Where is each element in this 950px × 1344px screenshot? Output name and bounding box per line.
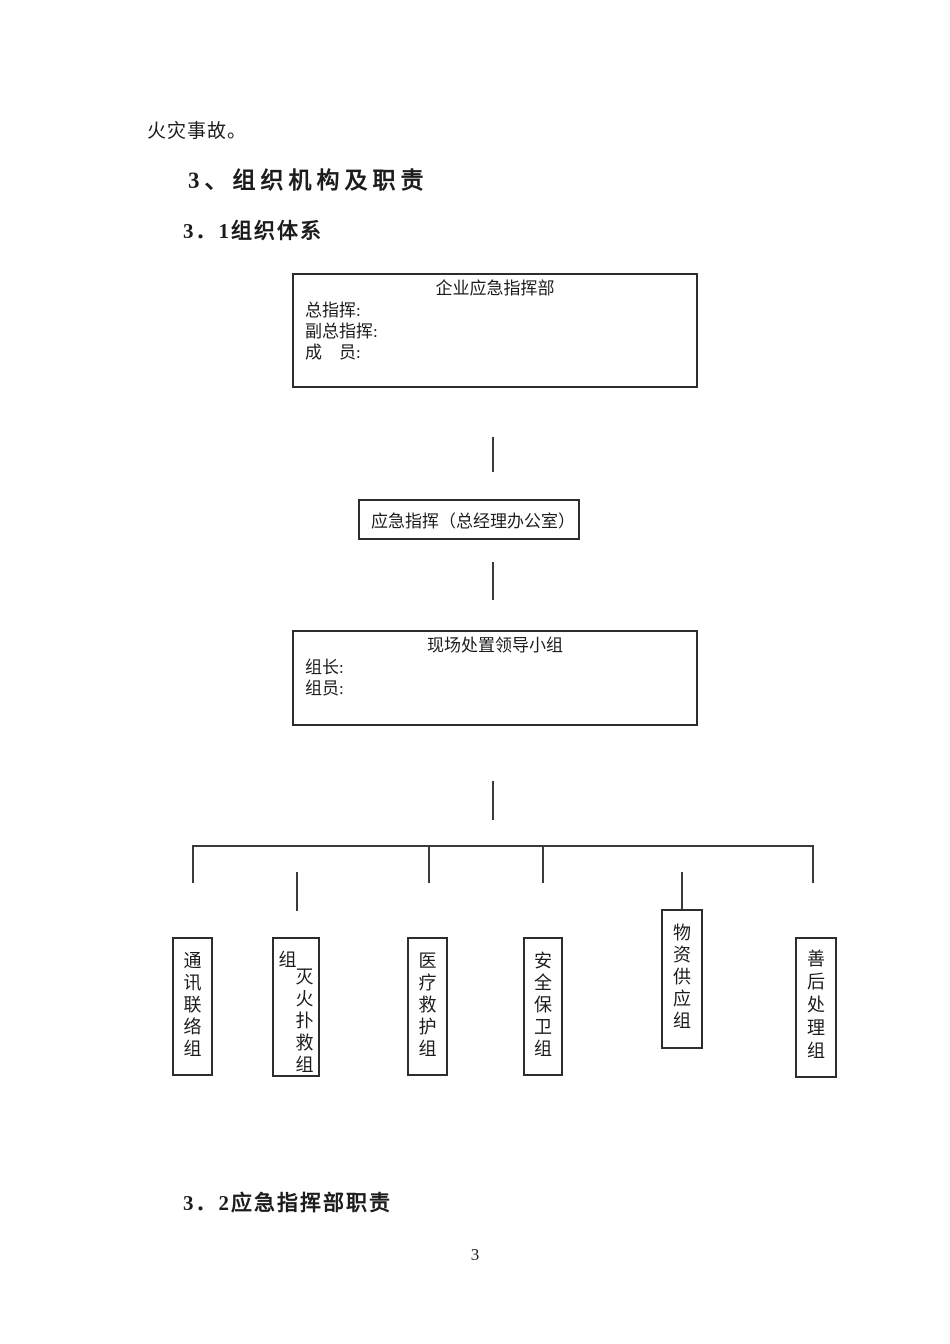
team-label: 物资供应组 [672,923,691,1031]
connector-line-vertical-1 [492,437,494,472]
connector-tick-team-1 [192,845,194,883]
team-label: 安全保卫组 [533,951,552,1059]
heading-section-3: 3、组织机构及职责 [188,168,429,193]
team-box-material-supply: 物资供应组 [661,909,703,1049]
connector-stub-team-2 [296,872,298,911]
heading-subsection-3-1: 3．1组织体系 [183,219,323,243]
org-box-field-deputy-chief: 副总指挥: [305,322,378,341]
connector-line-vertical-3 [492,781,494,820]
org-box-label: 应急指挥（总经理办公室） [371,512,575,531]
org-box-field-members: 成 员: [305,343,361,362]
org-box-emergency-command: 应急指挥（总经理办公室） [358,499,580,540]
team-box-security-guard: 安全保卫组 [523,937,563,1076]
org-box-command-headquarters: 企业应急指挥部 总指挥: 副总指挥: 成 员: [292,273,698,388]
team-label: 灭火扑救组 [295,967,314,1075]
team-label: 通讯联络组 [183,951,202,1059]
org-box-title: 企业应急指挥部 [435,279,555,298]
connector-stub-team-5 [681,872,683,909]
connector-tick-team-4 [542,845,544,883]
team-box-medical-rescue: 医疗救护组 [407,937,448,1076]
page-number: 3 [470,1245,480,1264]
org-box-title: 现场处置领导小组 [427,636,563,655]
connector-line-horizontal [192,845,814,847]
heading-subsection-3-2: 3．2应急指挥部职责 [183,1191,392,1215]
team-label: 医疗救护组 [418,951,437,1059]
team-box-fire-fighting-rescue: 组 灭火扑救组 [272,937,320,1077]
org-box-field-group-members: 组员: [305,679,344,698]
connector-tick-team-3 [428,845,430,883]
connector-tick-team-6 [812,845,814,883]
paragraph-fire-accident: 火灾事故。 [147,121,248,142]
connector-line-vertical-2 [492,562,494,600]
org-box-field-chief: 总指挥: [305,301,361,320]
team-box-communication-liaison: 通讯联络组 [172,937,213,1076]
team-box-aftermath-handling: 善后处理组 [795,937,837,1078]
team-label: 善后处理组 [806,949,825,1061]
org-box-field-group-leader: 组长: [305,658,344,677]
org-box-onsite-leading-group: 现场处置领导小组 组长: 组员: [292,630,698,726]
team-label-prefix: 组 [278,950,297,970]
